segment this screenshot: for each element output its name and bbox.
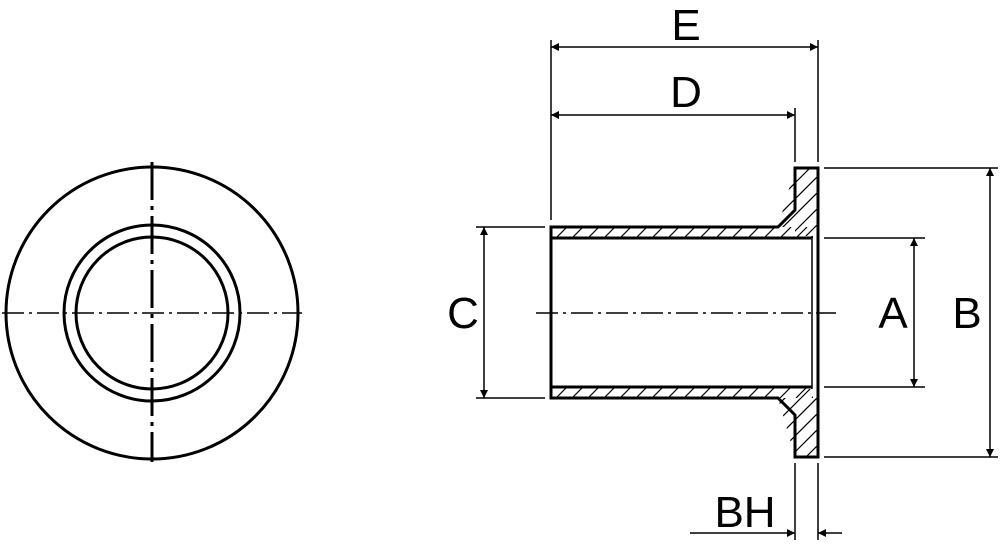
hatch-line [747,387,760,398]
bushing-outer-contour [549,166,820,459]
hatch-line [870,389,938,457]
hatch-line [789,389,818,457]
hatch-line [667,227,680,238]
hatch-line [635,227,648,238]
hatch-line [838,168,906,236]
hatch-line [886,389,954,457]
hatch-line [886,168,954,236]
hatch-line [779,387,792,398]
hatch-line [555,227,568,238]
hatch-line [587,387,600,398]
hatch-line [715,227,728,238]
hatch-line [789,168,818,236]
hatch-line [699,387,712,398]
hatch-line [551,387,552,388]
hatch-line [715,387,728,398]
hatch-line [778,168,818,236]
front-view [2,162,302,462]
hatch-line [822,389,890,457]
dimension-e-label: E [671,1,700,50]
hatch-line [795,227,808,238]
dimension-c-label: C [447,289,479,338]
hatch-line [854,168,922,236]
hatch-line [571,387,584,398]
hatch-line [822,168,890,236]
hatch-line [699,227,712,238]
section-hatching [551,168,954,457]
hatch-line [619,227,632,238]
hatch-line [731,227,744,238]
hatch-line [778,389,795,457]
dimension-d-label: D [670,68,702,117]
hatch-line [779,227,792,238]
section-view [536,166,954,459]
hatch-line [603,387,616,398]
hatch-line [763,227,776,238]
hatch-line [555,387,568,398]
hatch-line [683,227,696,238]
hatch-line [551,227,552,228]
hatch-line [683,387,696,398]
hatch-line [854,389,922,457]
hatch-line [778,168,811,236]
hatch-line [838,389,906,457]
dimensions: E D C A B BH [447,1,998,540]
hatch-line [778,389,811,457]
hatch-line [603,227,616,238]
dimension-bh-label: BH [714,488,775,537]
hatch-line [635,387,648,398]
hatch-line [778,389,818,457]
hatch-line [795,387,808,398]
hatch-line [778,168,818,236]
dimension-b-label: B [952,289,981,338]
hatch-line [747,227,760,238]
hatch-line [763,387,776,398]
dimension-a-label: A [878,289,908,338]
hatch-line [651,227,664,238]
hatch-line [619,387,632,398]
hatch-line [731,387,744,398]
hatch-line [651,387,664,398]
hatch-line [587,227,600,238]
hatch-line [870,168,938,236]
hatch-line [667,387,680,398]
hatch-line [571,227,584,238]
